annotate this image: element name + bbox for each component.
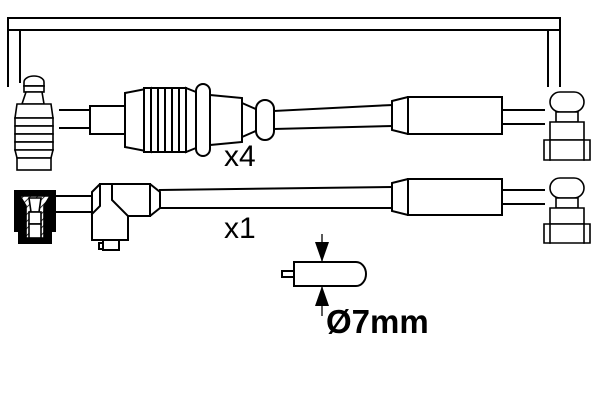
boot-rib-2 [14,125,54,135]
right-lower-body [549,207,585,225]
boot-bellows-ribs [143,87,187,153]
coil-terminal-right-lower [543,177,591,244]
lower-lead-terminal-link [501,189,545,205]
upper-lead-top-edge [272,103,394,113]
upper-lead-bottom-edge [272,124,394,131]
boot-collar-flange [195,83,211,157]
right-lower-base-flange [543,223,591,244]
bellows-rib-3 [157,87,166,153]
boot-cap-dome [23,75,45,87]
lower-lead-left-run [55,195,93,213]
coil-terminal-right-upper [543,91,591,161]
bellows-rib-4 [164,87,173,153]
qty-label-x1: x1 [224,212,256,245]
top-cable-run [7,17,561,87]
qty-label-x4: x4 [224,140,256,173]
bellows-rib-2 [150,87,159,153]
boot-rib-4 [14,141,54,151]
boot-top-flange [14,103,54,119]
socket-contact-upper [28,211,42,225]
elbow-inner-curve [111,185,130,218]
dim-arrow-bottom [315,286,329,306]
boot-rib-3 [14,133,54,143]
right-lower-cap [549,177,585,199]
upper-lead-terminal-link [501,109,545,125]
diameter-label: Ø7mm [326,303,429,340]
boot-rib-1 [14,117,54,127]
right-upper-base-flange [543,139,591,161]
right-angle-spark-plug-boot [90,183,161,251]
lower-lead-end-sleeve [391,178,503,216]
socket-contact-lower [28,223,42,239]
upper-lead-end-sleeve [391,96,503,135]
elbow-inner-edge [90,183,101,216]
boot-shoulder [185,86,197,154]
cable-body-stub [293,261,367,287]
cable-grommet-bead [255,99,275,141]
lower-lead-top-edge [158,185,394,192]
bellows-rib-1 [143,87,152,153]
straight-spark-plug-boot [89,83,275,157]
terminal-socket-cross-section [14,190,56,244]
boot-skirt-base [16,157,52,171]
lower-ignition-lead [158,185,394,209]
boot-neck [20,91,45,105]
bellows-rib-5 [171,87,180,153]
boot-rear-barrel [209,93,243,147]
right-upper-cap [549,91,585,113]
upper-lead-left-run [59,109,91,129]
cable-diameter-detail: Ø7mm [281,234,429,340]
boot-skirt-taper [13,149,55,159]
cable-conductor-stub [281,270,295,278]
socket-bore-funnel [28,197,42,213]
right-upper-neck [555,111,579,123]
dim-arrow-top [315,242,329,262]
boot-plug-nose [89,105,126,135]
right-lower-neck [555,197,579,209]
coil-terminal-ribbed-left [13,75,55,171]
elbow-terminal-tab [102,239,120,251]
upper-ignition-lead [272,103,394,131]
bellows-rib-6 [178,87,187,153]
elbow-terminal-pin [98,242,104,250]
boot-cap-band [23,85,45,93]
right-upper-body [549,121,585,141]
